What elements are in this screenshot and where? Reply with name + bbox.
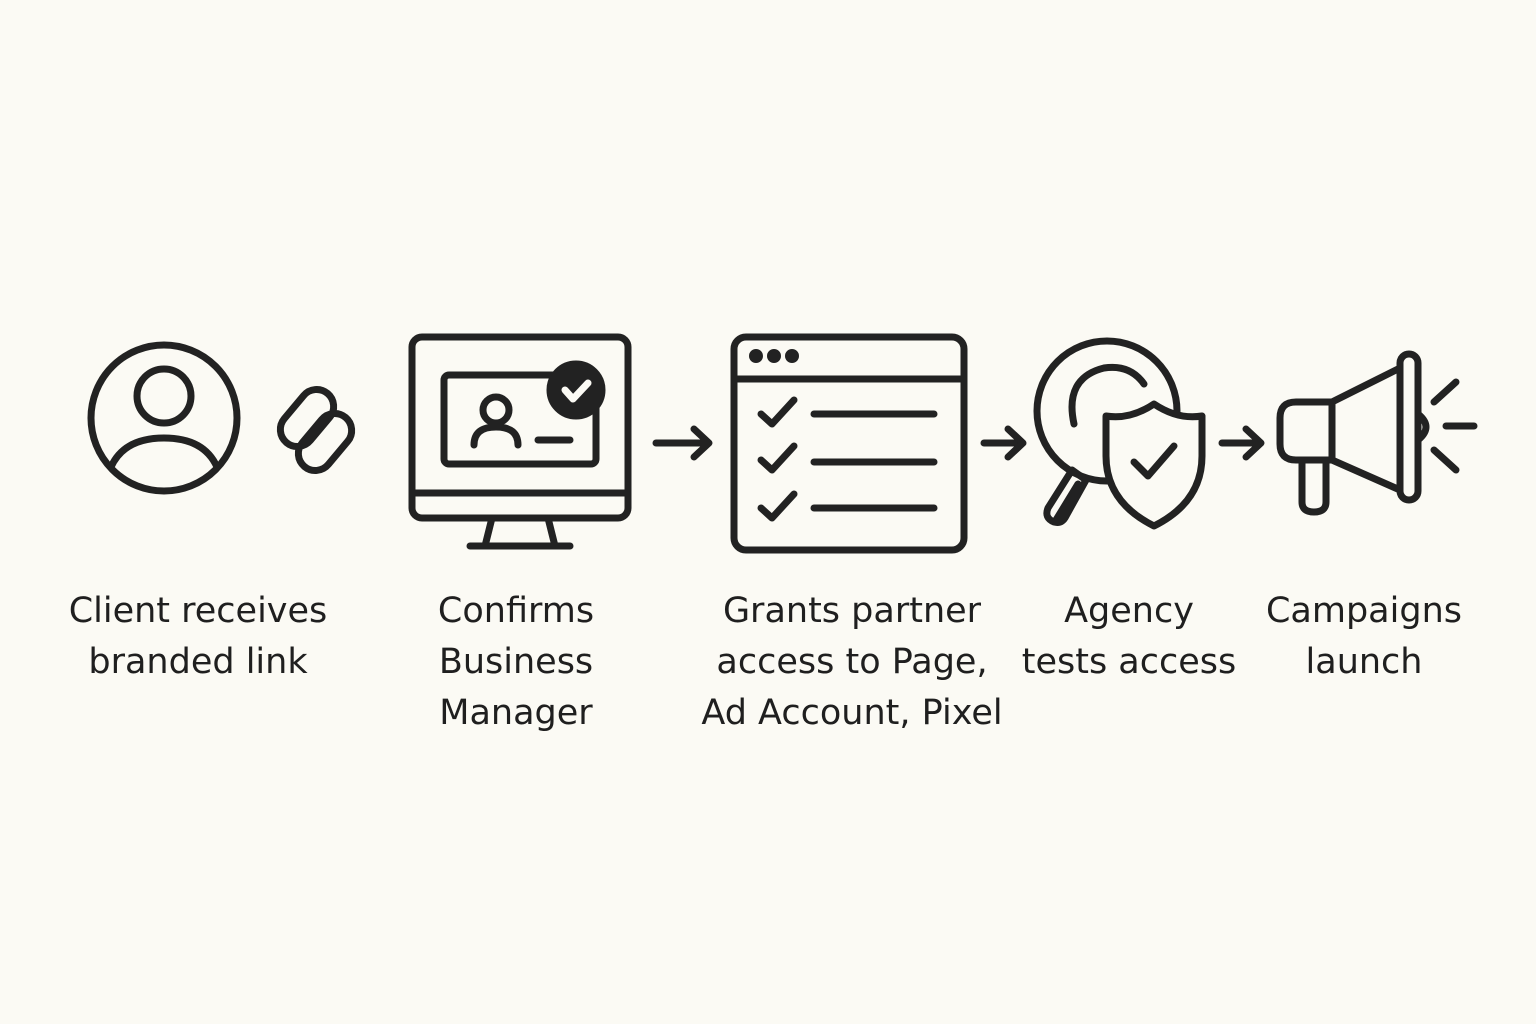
step-label-campaigns-launch: Campaigns launch: [1265, 591, 1462, 682]
megaphone-icon: [1272, 346, 1482, 518]
step-label-grants-partner-access: Grants partner access to Page, Ad Accoun…: [701, 591, 1003, 733]
monitor-profile-check-icon: [404, 330, 636, 554]
arrow-right-icon: [652, 424, 718, 462]
step-label-client-receives-link: Client receives branded link: [68, 591, 328, 682]
arrow-right-icon: [980, 424, 1030, 462]
user-circle-icon: [84, 334, 244, 502]
magnifier-shield-check-icon: [1030, 334, 1216, 540]
browser-checklist-icon: [726, 330, 972, 556]
link-icon: [262, 374, 370, 486]
arrow-right-icon: [1218, 424, 1268, 462]
step-label-agency-tests-access: Agency tests access: [1021, 591, 1237, 682]
step-label-confirms-business-manager: Confirms Business Manager: [437, 591, 595, 733]
